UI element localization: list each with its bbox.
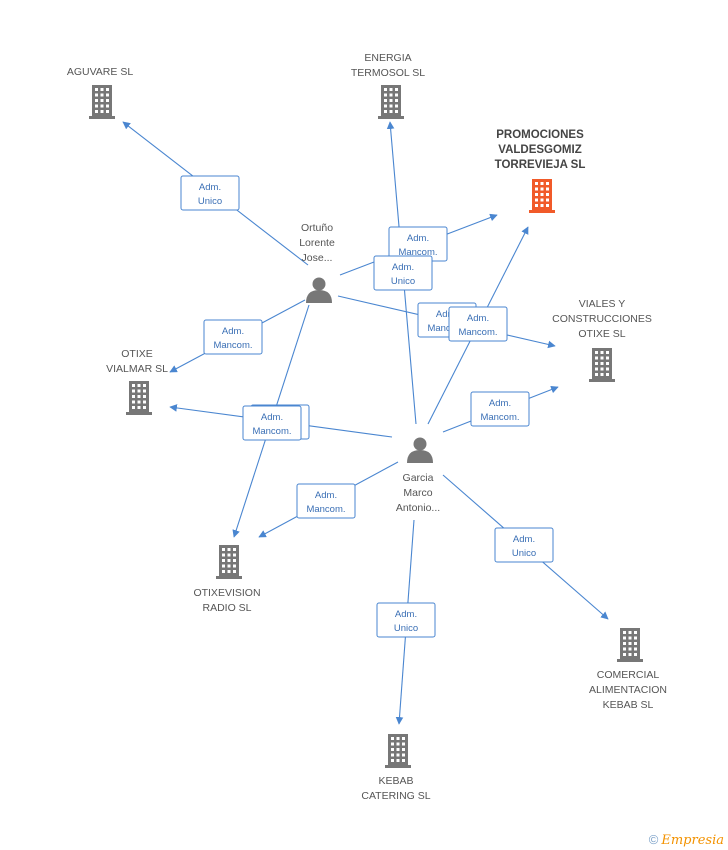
node-label-line: ENERGIA [364, 52, 411, 64]
node-label-line: AGUVARE SL [67, 66, 133, 78]
edge-label-line: Adm. [199, 182, 221, 193]
edge-label-box [242, 405, 302, 441]
node-ortuno[interactable]: OrtuñoLorenteJose... [299, 222, 335, 303]
node-label-line: Jose... [302, 252, 333, 264]
building-icon [126, 381, 152, 415]
edge-label-line: Adm. [315, 490, 337, 501]
node-label-line: Marco [403, 487, 432, 499]
edge-label-line: Mancom. [306, 504, 345, 515]
footer-brand[interactable]: ©Empresia [649, 832, 724, 848]
node-label-line: COMERCIAL [597, 669, 660, 681]
edge-label-line: Mancom. [480, 412, 519, 423]
edge-label-box [180, 175, 240, 211]
edge-label-box [494, 527, 554, 563]
edge-label-garcia-to-kebab[interactable]: Adm. Unico [376, 602, 436, 638]
node-energia[interactable]: ENERGIA TERMOSOL SL [351, 52, 425, 119]
edge-label-line: Unico [198, 196, 222, 207]
building-icon [216, 545, 242, 579]
edge-label-line: Adm. [467, 313, 489, 324]
node-kebab[interactable]: KEBAB CATERING SL [361, 734, 431, 802]
edge-label-line: Unico [394, 623, 418, 634]
node-label-line: VALDESGOMIZ [498, 144, 581, 156]
node-viales[interactable]: VIALES Y CONSTRUCCIONES OTIXE SL [552, 298, 652, 382]
node-label-line: OTIXEVISION [193, 587, 260, 599]
building-icon [589, 348, 615, 382]
node-label-line: TORREVIEJA SL [495, 159, 586, 171]
edge-label-line: Unico [512, 548, 536, 559]
node-label-line: KEBAB [378, 775, 413, 787]
person-icon [407, 437, 433, 463]
node-label-line: Antonio... [396, 502, 440, 514]
node-label-line: Lorente [299, 237, 335, 249]
edge-label-box [470, 391, 530, 427]
edge-label-line: Adm. [261, 412, 283, 423]
node-label-line: TERMOSOL SL [351, 67, 425, 79]
edge-label-garcia-to-otixe_vialmar[interactable]: Adm. Mancom. [242, 405, 302, 441]
edge-label-line: Adm. [407, 233, 429, 244]
node-label-line: CATERING SL [361, 790, 430, 802]
edge-label-box [448, 306, 508, 342]
copyright-icon: © [648, 832, 659, 847]
edge-label-line: Mancom. [213, 340, 252, 351]
edge-label-line: Adm. [395, 609, 417, 620]
edge-label-line: Mancom. [252, 426, 291, 437]
node-label-line: Ortuño [301, 222, 333, 234]
node-label-line: VIALES Y [579, 298, 626, 310]
node-label-line: CONSTRUCCIONES [552, 313, 652, 325]
node-label-line: OTIXE [121, 348, 153, 360]
nodes-layer: AGUVARE SL ENERGIA TERMOSOL SL PROMOCIONES V… [67, 52, 667, 802]
edge-label-line: Adm. [222, 326, 244, 337]
node-otixevision[interactable]: OTIXEVISION RADIO SL [193, 545, 261, 614]
edge-label-ortuno-to-promociones[interactable]: Adm. Mancom. [388, 226, 448, 262]
edge-label-garcia-to-viales[interactable]: Adm. Mancom. [470, 391, 530, 427]
edge-labels-layer: Adm.UnicoAdm.Mancom.Adm.Mancom.Adm.Manco… [180, 175, 554, 638]
person-icon [306, 277, 332, 303]
edge-label-line: Mancom. [427, 323, 466, 334]
edge-label-line: Unico [391, 276, 415, 287]
node-label-line: ALIMENTACION [589, 684, 667, 696]
edge-label-line: Adm. [436, 309, 458, 320]
building-icon [385, 734, 411, 768]
edge-label-ortuno-to-aguvare[interactable]: Adm. Unico [180, 175, 240, 211]
edge-label-box [203, 319, 263, 355]
node-label-line: PROMOCIONES [496, 129, 584, 141]
edge-label-garcia-to-otixevision[interactable]: Adm. Mancom. [296, 483, 356, 519]
node-label-line: VIALMAR SL [106, 363, 168, 375]
edge-label-box [376, 602, 436, 638]
node-comercial[interactable]: COMERCIAL ALIMENTACION KEBAB SL [589, 628, 667, 711]
edge-label-line: Adm. [513, 534, 535, 545]
node-otixe_vialmar[interactable]: OTIXE VIALMAR SL [106, 348, 168, 415]
edge-label-garcia-to-comercial[interactable]: Adm. Unico [494, 527, 554, 563]
edge-label-box [373, 255, 433, 291]
edge-label-ortuno-to-otixe_vialmar[interactable]: Adm. Mancom. [203, 319, 263, 355]
edge-label-line: Adm. [392, 262, 414, 273]
node-promociones[interactable]: PROMOCIONES VALDESGOMIZ TORREVIEJA SL [495, 129, 586, 213]
edge-label-garcia-to-promociones[interactable]: Adm. Mancom. [448, 306, 508, 342]
edge-label-line: Adm. [489, 398, 511, 409]
brand-logo-text: Empresia [661, 833, 724, 848]
node-label-line: RADIO SL [202, 602, 251, 614]
building-icon [378, 85, 404, 119]
node-label-line: OTIXE SL [578, 328, 625, 340]
node-label-line: KEBAB SL [603, 699, 654, 711]
edge-label-box [296, 483, 356, 519]
edge-label-line: Mancom. [458, 327, 497, 338]
building-icon [529, 179, 555, 213]
edge-label-garcia-to-energia[interactable]: Adm. Unico [373, 255, 433, 291]
node-garcia[interactable]: GarciaMarcoAntonio... [396, 437, 440, 515]
building-icon [617, 628, 643, 662]
node-label-line: Garcia [403, 472, 434, 484]
building-icon [89, 85, 115, 119]
edge-label-line: Mancom. [398, 247, 437, 258]
node-aguvare[interactable]: AGUVARE SL [67, 66, 133, 119]
